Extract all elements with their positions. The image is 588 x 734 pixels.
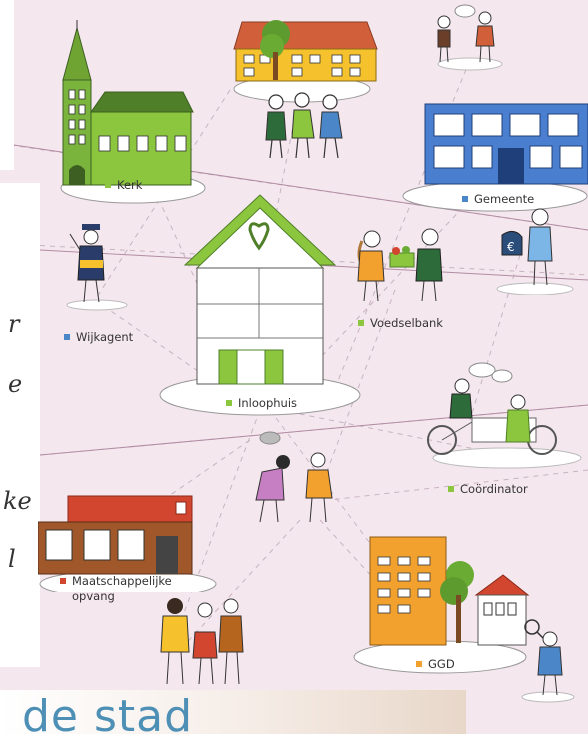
group-of-people-illustration (265, 92, 343, 159)
label-coordinator: Coördinator (448, 482, 528, 497)
label-coordinator-text: Coördinator (460, 482, 528, 496)
health-service-building-illustration (353, 536, 530, 674)
coordinator-cargo-bike-illustration (427, 362, 582, 469)
police-officer-illustration (66, 224, 128, 311)
label-kerk: Kerk (105, 178, 142, 193)
red-marker-icon (60, 578, 66, 584)
label-wijkagent: Wijkagent (64, 330, 133, 345)
houses-illustration (233, 20, 378, 103)
comforting-people-illustration (255, 431, 333, 523)
label-wijkagent-text: Wijkagent (76, 330, 134, 344)
edge-text-4: l (8, 545, 16, 573)
label-inloophuis: Inloophuis (226, 396, 297, 411)
label-kerk-text: Kerk (117, 178, 143, 192)
banner-title: de stad (22, 691, 194, 734)
town-hall-illustration (402, 103, 588, 212)
label-inloophuis-text: Inloophuis (238, 396, 298, 410)
talking-pair-illustration (437, 4, 503, 71)
title-banner: de stad (0, 690, 466, 734)
label-ggd-text: GGD (428, 657, 455, 671)
svg-text:€: € (507, 240, 515, 254)
edge-text-2: e (8, 370, 23, 398)
label-maatschappelijke-opvang-text: Maatschappelijke opvang (72, 574, 172, 603)
edge-text-3: ke (3, 487, 32, 515)
person-with-magnifier-illustration (521, 619, 575, 703)
blue-marker-icon (462, 196, 468, 202)
label-maatschappelijke-opvang: Maatschappelijke opvang (60, 574, 172, 604)
shelter-building-illustration (38, 495, 217, 592)
edge-text-1: r (8, 310, 20, 338)
person-with-money-bag-illustration: € (496, 208, 574, 295)
label-gemeente: Gemeente (462, 192, 534, 207)
green-marker-icon (226, 400, 232, 406)
label-gemeente-text: Gemeente (474, 192, 535, 206)
page-edge-top (0, 0, 14, 170)
label-ggd: GGD (416, 657, 455, 672)
blue-marker-icon (64, 334, 70, 340)
page-edge-panel (0, 183, 40, 667)
green-marker-icon (448, 486, 454, 492)
green-marker-icon (358, 320, 364, 326)
label-voedselbank-text: Voedselbank (370, 316, 443, 330)
orange-marker-icon (416, 661, 422, 667)
drop-in-house-illustration (159, 194, 361, 416)
label-voedselbank: Voedselbank (358, 316, 443, 331)
family-group-illustration (160, 598, 244, 685)
food-bank-exchange-illustration (357, 228, 443, 302)
church-illustration (60, 20, 206, 204)
green-marker-icon (105, 182, 111, 188)
